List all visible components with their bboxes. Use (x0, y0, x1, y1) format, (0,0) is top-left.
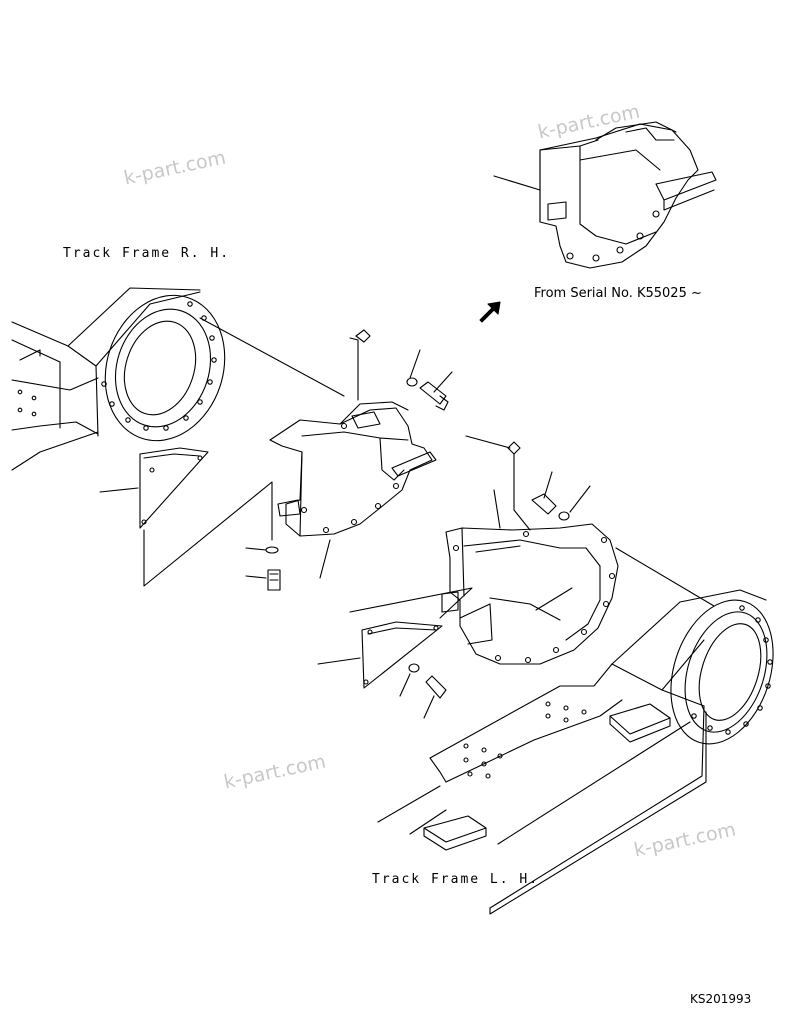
bracket-lh (441, 523, 619, 665)
label-track-frame-rh: Track Frame R. H. (63, 246, 231, 261)
fasteners-lh (399, 435, 591, 719)
bracket-rh (269, 401, 437, 537)
plate-rh (99, 447, 273, 587)
leader-line (535, 587, 573, 611)
track-frame-lh (377, 589, 774, 915)
drawing-code: KS201993 (690, 992, 752, 1006)
inset-cover-assembly (493, 121, 717, 269)
leader-line (199, 317, 345, 397)
label-from-serial: From Serial No. K55025 ~ (534, 286, 702, 301)
label-track-frame-lh: Track Frame L. H. (372, 872, 540, 887)
leader-line (319, 539, 331, 579)
track-frame-rh (11, 287, 226, 471)
fasteners-rh (245, 329, 453, 591)
plate-lh (317, 587, 473, 689)
leader-line (615, 547, 715, 607)
arrow-icon (479, 301, 501, 323)
